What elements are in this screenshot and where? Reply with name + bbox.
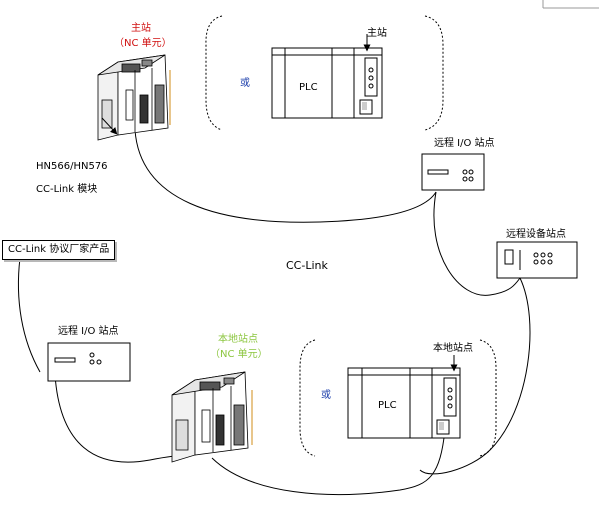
master-alt-dashed-brace <box>205 15 444 131</box>
master-title: 主站 <box>131 23 151 34</box>
local-nc-unit <box>171 371 253 463</box>
remote-device-box <box>496 241 578 279</box>
master-nc-unit <box>97 54 171 141</box>
remote-io-top-box <box>421 153 485 191</box>
local-title: 本地站点 <box>218 334 258 345</box>
master-module-arrow <box>101 117 118 135</box>
remote-device-label: 远程设备站点 <box>506 229 566 240</box>
remote-io-bottom-label: 远程 I/O 站点 <box>58 326 119 337</box>
master-subtitle: （NC 单元） <box>114 38 172 49</box>
local-plc-label: PLC <box>378 400 397 411</box>
remote-io-bottom-box <box>47 342 131 382</box>
vendor-product-box: CC-Link 协议厂家产品 <box>2 240 116 260</box>
master-module-name: CC-Link 模块 <box>36 184 98 195</box>
local-or-label: 或 <box>321 390 331 401</box>
corner-marks <box>542 0 599 9</box>
local-plc <box>347 367 461 439</box>
master-plc-arrow-label: 主站 <box>367 28 387 39</box>
remote-io-top-label: 远程 I/O 站点 <box>434 138 495 149</box>
local-plc-arrow-label: 本地站点 <box>433 343 473 354</box>
master-plc-label: PLC <box>299 82 318 93</box>
network-label: CC-Link <box>286 259 328 272</box>
master-or-label: 或 <box>240 78 250 89</box>
master-module-model: HN566/HN576 <box>36 161 108 172</box>
master-plc <box>271 47 383 119</box>
local-subtitle: （NC 单元） <box>210 349 268 360</box>
